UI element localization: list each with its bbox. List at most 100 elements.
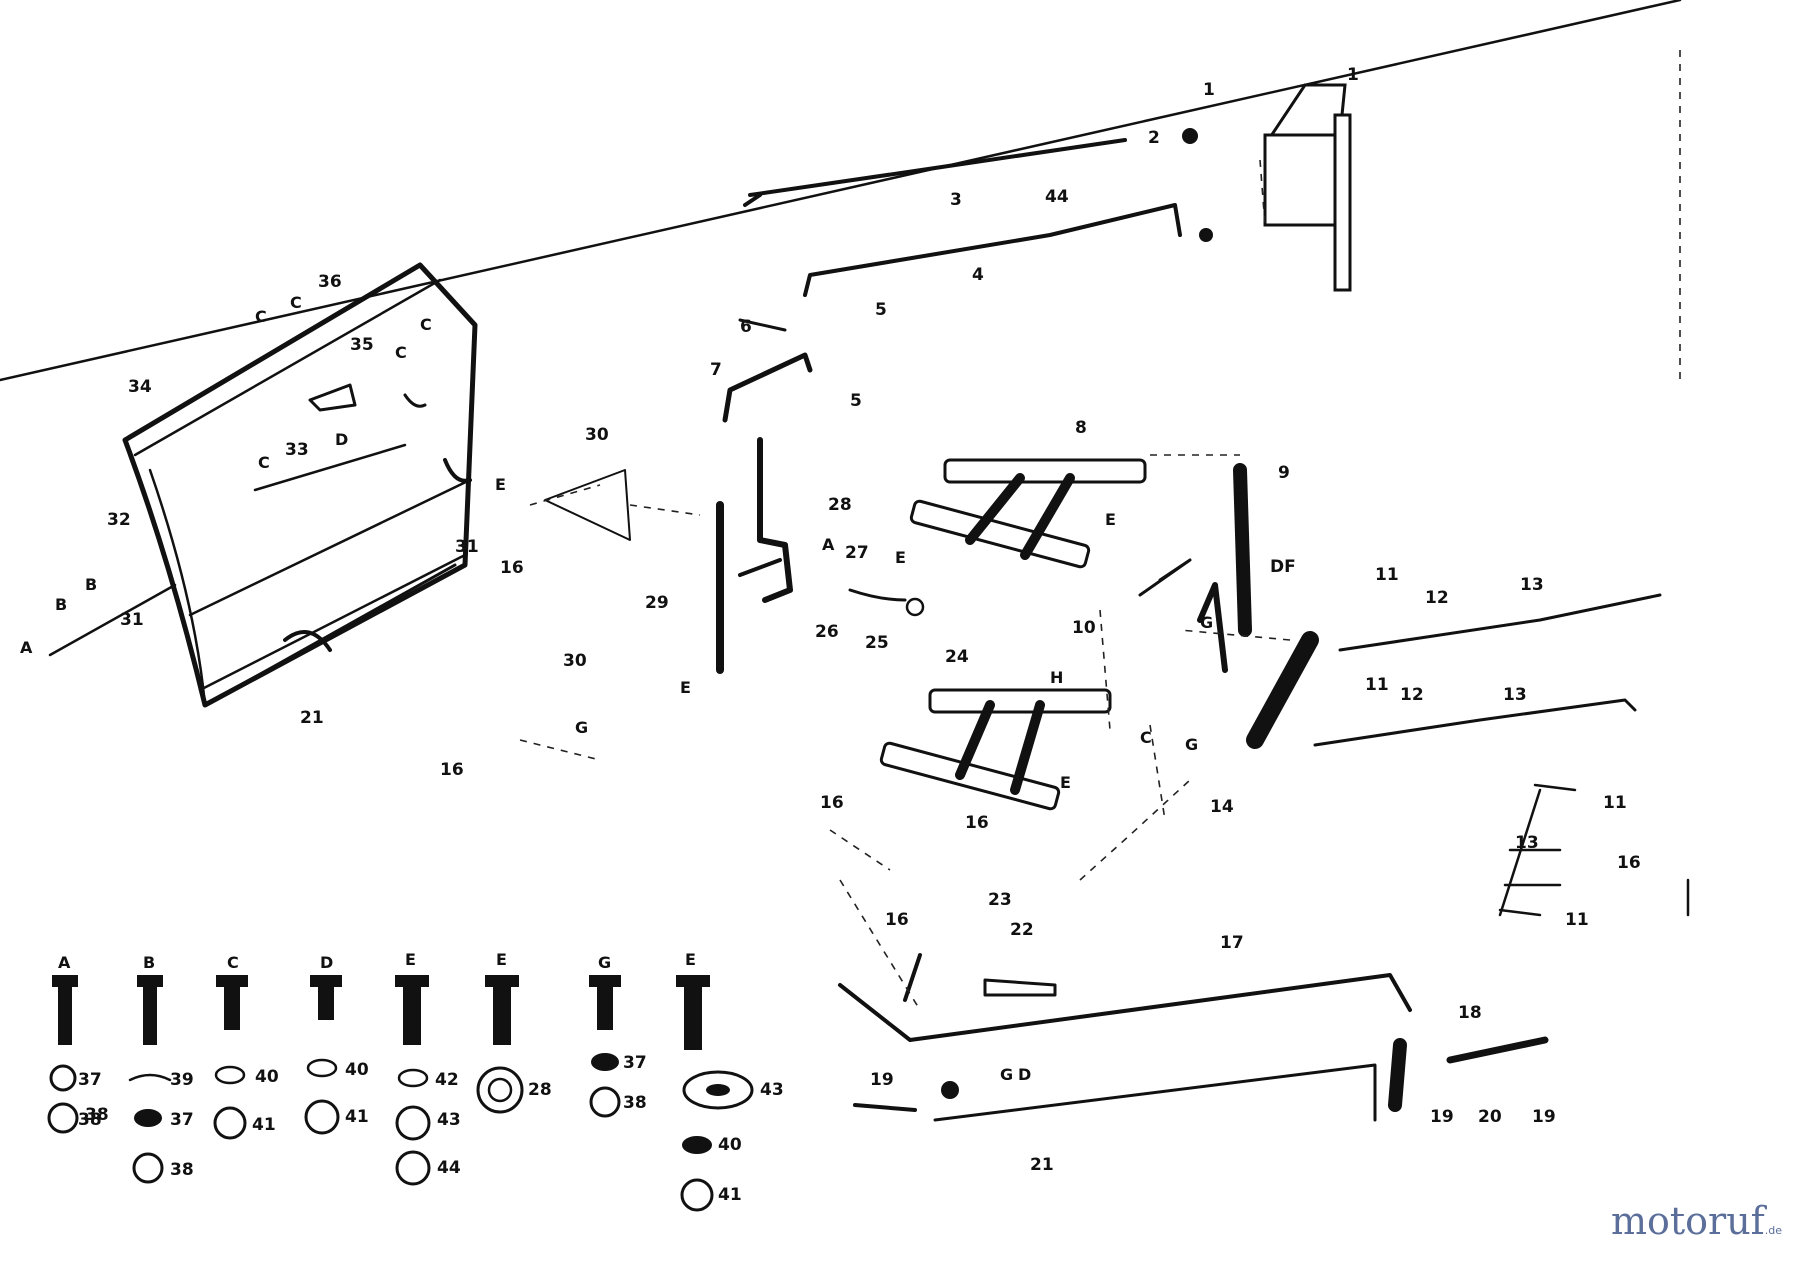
callout: 12 xyxy=(1425,588,1449,608)
hardware-letter: E xyxy=(1060,773,1071,792)
callout: 12 xyxy=(1400,685,1424,705)
legend-headers: A B C D G xyxy=(58,953,611,972)
hardware-letter: E xyxy=(495,475,506,494)
hardware-letters: A B B C C C C C D E E E E G H C G E G A … xyxy=(20,293,1213,1084)
bolt-f xyxy=(485,975,519,1045)
hardware-letter: C xyxy=(255,307,267,326)
hardware-letter: D xyxy=(335,430,348,449)
callout: 22 xyxy=(1010,920,1034,940)
bolt-c xyxy=(216,975,248,1030)
hardware-letter: C xyxy=(290,293,302,312)
legend-letter-a: A xyxy=(58,953,71,972)
callout: 13 xyxy=(1520,575,1544,595)
hardware-letter: E xyxy=(680,678,691,697)
hardware-letter: H xyxy=(1050,668,1063,687)
bolt-b xyxy=(137,975,163,1045)
callout: 16 xyxy=(885,910,909,930)
callout: 38 xyxy=(170,1160,194,1180)
callout: 21 xyxy=(300,708,324,728)
callout: DF xyxy=(1270,557,1296,577)
bolt-h xyxy=(676,975,710,1050)
callout: 36 xyxy=(318,272,342,292)
legend-letter-g: G xyxy=(598,953,611,972)
callout: 6 xyxy=(740,317,752,337)
dozer-blade xyxy=(48,262,478,708)
callout: 41 xyxy=(252,1115,276,1135)
upper-linkage xyxy=(722,83,1352,423)
bolt-e xyxy=(395,975,429,1045)
callout: 16 xyxy=(965,813,989,833)
callout: 34 xyxy=(128,377,152,397)
callout: 5 xyxy=(850,391,862,411)
callout: 11 xyxy=(1603,793,1627,813)
bolt-g xyxy=(589,975,621,1030)
callout: 29 xyxy=(645,593,669,613)
callout: 5 xyxy=(875,300,887,320)
callout: 8 xyxy=(1075,418,1087,438)
bolt-a xyxy=(52,975,78,1045)
hardware-letter: C xyxy=(420,315,432,334)
a-frame-upper xyxy=(909,458,1252,673)
callout: 19 xyxy=(1430,1107,1454,1127)
callout: 25 xyxy=(865,633,889,653)
callout: 11 xyxy=(1375,565,1399,585)
callout: 11 xyxy=(1565,910,1589,930)
bolt-d xyxy=(310,975,342,1020)
callout: 33 xyxy=(285,440,309,460)
callout: 16 xyxy=(1617,853,1641,873)
legend-letter-c: C xyxy=(227,953,239,972)
callout: 44 xyxy=(437,1158,461,1178)
pivot-brackets xyxy=(544,437,925,674)
callout: 9 xyxy=(1278,463,1290,483)
callout: 30 xyxy=(585,425,609,445)
hardware-letter: B xyxy=(55,595,67,614)
callout: 7 xyxy=(710,360,722,380)
callout: 37 xyxy=(623,1053,647,1073)
callout: 39 xyxy=(170,1070,194,1090)
callout: 42 xyxy=(435,1070,459,1090)
callout: 4 xyxy=(972,265,984,285)
watermark-tld: .de xyxy=(1764,1224,1782,1237)
hardware-legend xyxy=(47,975,754,1212)
hardware-letter: A xyxy=(20,638,33,657)
callout: 43 xyxy=(760,1080,784,1100)
callout: 31 xyxy=(455,537,479,557)
callout-labels: 1 1 2 44 3 4 5 6 7 5 8 9 DF 10 11 12 13 … xyxy=(78,65,1641,1205)
callout: 38 xyxy=(85,1105,109,1125)
hardware-letter: C xyxy=(1140,728,1152,747)
hardware-letter: G xyxy=(575,718,588,737)
callout: 27 xyxy=(845,543,869,563)
callout: 40 xyxy=(255,1067,279,1087)
callout: 23 xyxy=(988,890,1012,910)
callout: 28 xyxy=(828,495,852,515)
callout: 37 xyxy=(78,1070,102,1090)
callout: 44 xyxy=(1045,187,1069,207)
callout: 26 xyxy=(815,622,839,642)
callout: 1 xyxy=(1347,65,1359,85)
a-frame-lower xyxy=(879,558,1319,811)
callout: 40 xyxy=(345,1060,369,1080)
assembly-guide-lines xyxy=(519,454,1291,871)
hardware-letter: E xyxy=(685,950,696,969)
callout: 24 xyxy=(945,647,969,667)
callout: 14 xyxy=(1210,797,1234,817)
callout: 18 xyxy=(1458,1003,1482,1023)
callout: 19 xyxy=(1532,1107,1556,1127)
callout: 30 xyxy=(563,651,587,671)
callout: 13 xyxy=(1515,833,1539,853)
callout: 10 xyxy=(1072,618,1096,638)
callout: 20 xyxy=(1478,1107,1502,1127)
hardware-letter: D xyxy=(1018,1065,1031,1084)
hardware-letter: C xyxy=(258,453,270,472)
hardware-letter: G xyxy=(1000,1065,1013,1084)
hardware-letter: G xyxy=(1200,613,1213,632)
callout: 28 xyxy=(528,1080,552,1100)
callout: 13 xyxy=(1503,685,1527,705)
callout: 35 xyxy=(350,335,374,355)
callout: 17 xyxy=(1220,933,1244,953)
hardware-letter: G xyxy=(1185,735,1198,754)
legend-letter-b: B xyxy=(143,953,155,972)
callout: 16 xyxy=(500,558,524,578)
callout: 41 xyxy=(345,1107,369,1127)
lower-frame xyxy=(838,779,1549,1122)
